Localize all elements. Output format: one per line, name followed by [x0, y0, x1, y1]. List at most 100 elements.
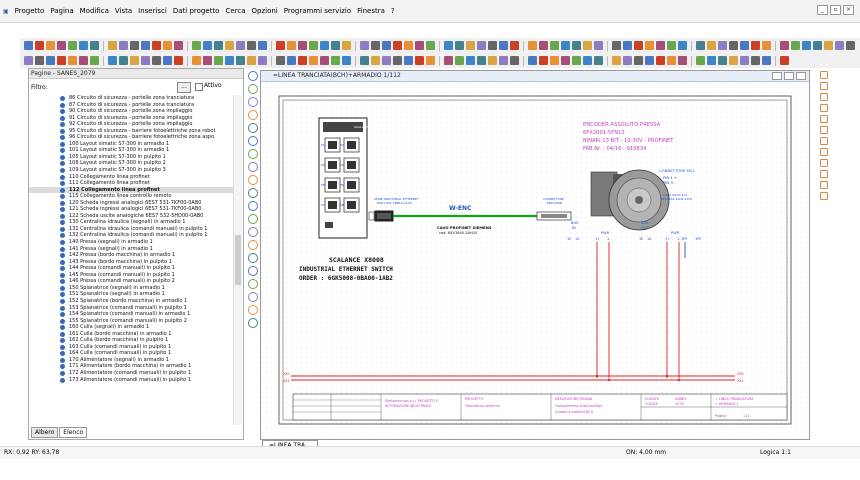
toolbar-button-icon[interactable]: [612, 41, 621, 50]
toolbar-button-icon[interactable]: [718, 56, 727, 65]
symbol-tool-icon[interactable]: [820, 192, 828, 200]
tree-item[interactable]: 122 Scheda uscite analogiche 6ES7 532-5H…: [29, 213, 233, 220]
toolbar-button-icon[interactable]: [309, 41, 318, 50]
encoder-device[interactable]: [590, 169, 670, 231]
toolbar-button-icon[interactable]: [119, 56, 128, 65]
toolbar-button-icon[interactable]: [258, 56, 267, 65]
toolbar-button-icon[interactable]: [623, 56, 632, 65]
toolbar-button-icon[interactable]: [35, 56, 44, 65]
toolbar-button-icon[interactable]: [656, 56, 665, 65]
toolbar-button-icon[interactable]: [192, 41, 201, 50]
toolbar-button-icon[interactable]: [141, 56, 150, 65]
symbol-tool-icon[interactable]: [820, 148, 828, 156]
tab-elenco[interactable]: Elenco: [59, 427, 88, 438]
drawing-tool-icon[interactable]: [248, 201, 258, 211]
tree-item[interactable]: 95 Circuito di sicurezza - barriere foto…: [29, 128, 233, 135]
drawing-tool-icon[interactable]: [248, 162, 258, 172]
filter-browse-button[interactable]: ...: [177, 82, 191, 93]
toolbar-button-icon[interactable]: [342, 56, 351, 65]
toolbar-button-icon[interactable]: [393, 41, 402, 50]
tree-item[interactable]: 163 Culla (comandi manuali) in pulpito 1: [29, 344, 233, 351]
tree-item[interactable]: 90 Circuito di sicurezza - portelle zona…: [29, 108, 233, 115]
toolbar-button-icon[interactable]: [444, 41, 453, 50]
toolbar-button-icon[interactable]: [499, 41, 508, 50]
toolbar-button-icon[interactable]: [382, 41, 391, 50]
symbol-tool-icon[interactable]: [820, 126, 828, 134]
toolbar-button-icon[interactable]: [751, 56, 760, 65]
toolbar-button-icon[interactable]: [426, 41, 435, 50]
switch-port[interactable]: P1: [321, 137, 341, 153]
toolbar-button-icon[interactable]: [68, 56, 77, 65]
symbol-tool-icon[interactable]: [820, 93, 828, 101]
toolbar-button-icon[interactable]: [594, 56, 603, 65]
toolbar-button-icon[interactable]: [656, 41, 665, 50]
toolbar-button-icon[interactable]: [477, 56, 486, 65]
tree-item[interactable]: 91 Circuito di sicurezza - portelle zona…: [29, 115, 233, 122]
bus-in-terminal[interactable]: BUS IN PWR 1E 1A 1+ 1-: [567, 221, 611, 241]
toolbar-button-icon[interactable]: [740, 56, 749, 65]
toolbar-button-icon[interactable]: [108, 41, 117, 50]
tree-item[interactable]: 108 Layout simatic S7-300 in pulpito 2: [29, 160, 233, 167]
symbol-tool-icon[interactable]: [820, 82, 828, 90]
toolbar-button-icon[interactable]: [510, 56, 519, 65]
drawing-tool-icon[interactable]: [248, 305, 258, 315]
symbol-tool-icon[interactable]: [820, 115, 828, 123]
drawing-tool-icon[interactable]: [248, 253, 258, 263]
toolbar-button-icon[interactable]: [466, 56, 475, 65]
toolbar-button-icon[interactable]: [24, 41, 33, 50]
minimize-icon[interactable]: _: [817, 5, 828, 15]
profinet-cable[interactable]: [368, 210, 572, 222]
toolbar-button-icon[interactable]: [35, 41, 44, 50]
drawing-tool-icon[interactable]: [248, 71, 258, 81]
toolbar-button-icon[interactable]: [214, 56, 223, 65]
symbol-tool-icon[interactable]: [820, 170, 828, 178]
drawing-tool-icon[interactable]: [248, 84, 258, 94]
menu-cerca[interactable]: Cerca: [225, 7, 246, 15]
toolbar-button-icon[interactable]: [667, 41, 676, 50]
tree-item[interactable]: 153 Spianatrice (comandi manuali) in pul…: [29, 305, 233, 312]
tree-item[interactable]: 87 Circuito di sicurezza - portelle zona…: [29, 102, 233, 109]
menu-dati-progetto[interactable]: Dati progetto: [172, 7, 220, 15]
toolbar-button-icon[interactable]: [528, 41, 537, 50]
toolbar-button-icon[interactable]: [57, 56, 66, 65]
switch-port[interactable]: P7: [321, 197, 341, 213]
toolbar-button-icon[interactable]: [152, 41, 161, 50]
tree-item[interactable]: 164 Culla (comandi manuali) in pulpito 1: [29, 350, 233, 357]
menu-modifica[interactable]: Modifica: [79, 7, 109, 15]
tree-item[interactable]: 101 Layout simatic S7-300 in armadio 1: [29, 147, 233, 154]
toolbar-button-icon[interactable]: [696, 41, 705, 50]
toolbar-button-icon[interactable]: [499, 56, 508, 65]
toolbar-button-icon[interactable]: [174, 41, 183, 50]
tree-item[interactable]: 146 Pressa (comandi manuali) in pulpito …: [29, 278, 233, 285]
tree-item[interactable]: 150 Spianatrice (segnali) in armadio 1: [29, 285, 233, 292]
restore-icon[interactable]: ▫: [830, 5, 841, 15]
toolbar-button-icon[interactable]: [225, 41, 234, 50]
toolbar-button-icon[interactable]: [309, 56, 318, 65]
tree-item[interactable]: 145 Pressa (comandi manuali) in pulpito …: [29, 272, 233, 279]
toolbar-button-icon[interactable]: [740, 41, 749, 50]
tree-item[interactable]: 96 Circuito di sicurezza - barriere foto…: [29, 134, 233, 141]
menu-finestra[interactable]: Finestra: [357, 7, 385, 15]
symbol-tool-icon[interactable]: [820, 104, 828, 112]
toolbar-button-icon[interactable]: [46, 56, 55, 65]
tree-item[interactable]: 161 Culla (bordo macchina) in armadio 1: [29, 331, 233, 338]
toolbar-button-icon[interactable]: [729, 41, 738, 50]
toolbar-button-icon[interactable]: [404, 56, 413, 65]
tree-item[interactable]: 170 Alimentatore (segnali) in armadio 1: [29, 357, 233, 364]
toolbar-button-icon[interactable]: [247, 41, 256, 50]
toolbar-button-icon[interactable]: [404, 41, 413, 50]
toolbar-button-icon[interactable]: [667, 56, 676, 65]
toolbar-button-icon[interactable]: [791, 41, 800, 50]
toolbar-button-icon[interactable]: [550, 56, 559, 65]
tree-item[interactable]: 100 Layout simatic S7-300 in armadio 1: [29, 141, 233, 148]
tree-item[interactable]: 155 Spianatrice (comandi manuali) in pul…: [29, 318, 233, 325]
drawing-tool-icon[interactable]: [248, 97, 258, 107]
toolbar-button-icon[interactable]: [824, 41, 833, 50]
drawing-tool-icon[interactable]: [248, 266, 258, 276]
drawing-tool-icon[interactable]: [248, 279, 258, 289]
drawing-tool-icon[interactable]: [248, 318, 258, 328]
tree-item[interactable]: 120 Scheda ingressi analogici 6ES7 531-7…: [29, 200, 233, 207]
toolbar-button-icon[interactable]: [623, 41, 632, 50]
drawing-tool-icon[interactable]: [248, 123, 258, 133]
toolbar-button-icon[interactable]: [528, 56, 537, 65]
